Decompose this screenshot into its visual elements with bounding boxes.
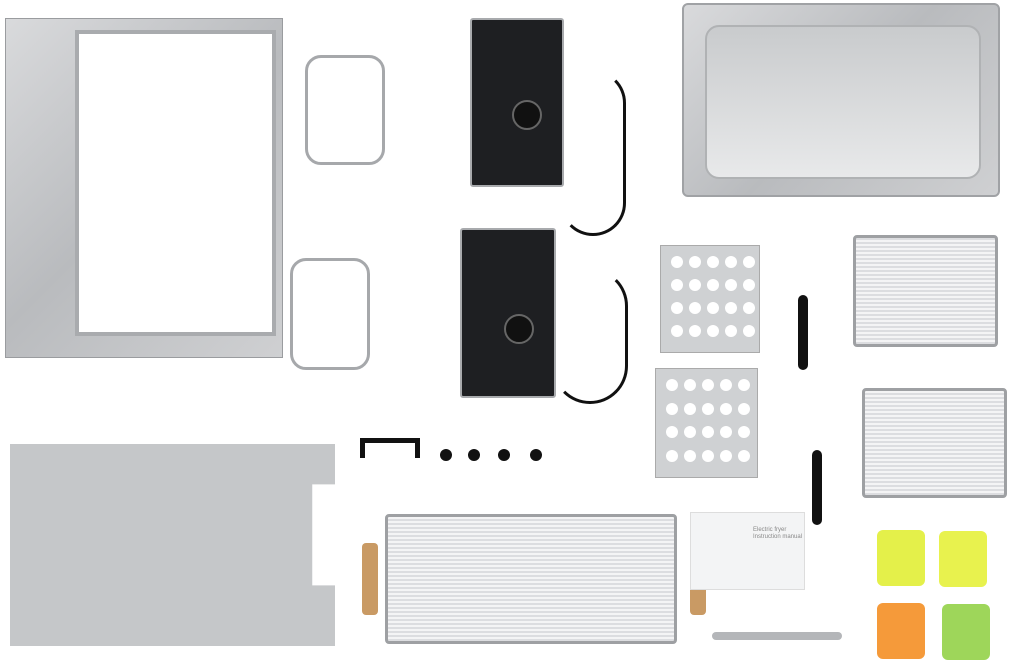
frame-opening bbox=[75, 30, 276, 336]
fry-basket-1 bbox=[853, 235, 998, 347]
heating-element-1 bbox=[305, 55, 385, 165]
basket-rack-1 bbox=[660, 245, 760, 353]
heating-element-2 bbox=[290, 258, 370, 370]
thermostat-knob-2 bbox=[504, 314, 534, 344]
manual-subtitle: Instruction manual bbox=[753, 534, 803, 541]
sponge-orange bbox=[877, 603, 925, 659]
sponge-yellow bbox=[877, 530, 925, 586]
power-cord-1 bbox=[560, 70, 626, 236]
basket-hook-1 bbox=[798, 295, 808, 370]
oil-tank-interior bbox=[705, 25, 981, 179]
instruction-manual: Electric fryer Instruction manual bbox=[690, 512, 805, 590]
sponge-yellow bbox=[939, 531, 987, 587]
basket-hook-2 bbox=[812, 450, 822, 525]
sponge-green bbox=[942, 604, 990, 660]
rubber-foot bbox=[468, 449, 480, 461]
manual-title: Electric fryer bbox=[753, 527, 787, 533]
rubber-foot bbox=[498, 449, 510, 461]
back-panel bbox=[10, 444, 335, 646]
power-cord-2 bbox=[552, 268, 628, 404]
rubber-foot bbox=[530, 449, 542, 461]
tongs bbox=[712, 632, 842, 640]
fry-basket-2 bbox=[862, 388, 1007, 498]
control-box-1 bbox=[470, 18, 564, 187]
large-fry-basket bbox=[385, 514, 677, 644]
control-box-2 bbox=[460, 228, 556, 398]
rubber-foot bbox=[440, 449, 452, 461]
thermostat-knob-1 bbox=[512, 100, 542, 130]
basket-rack-2 bbox=[655, 368, 758, 478]
handle bbox=[360, 438, 420, 458]
basket-handle-left bbox=[362, 543, 378, 615]
